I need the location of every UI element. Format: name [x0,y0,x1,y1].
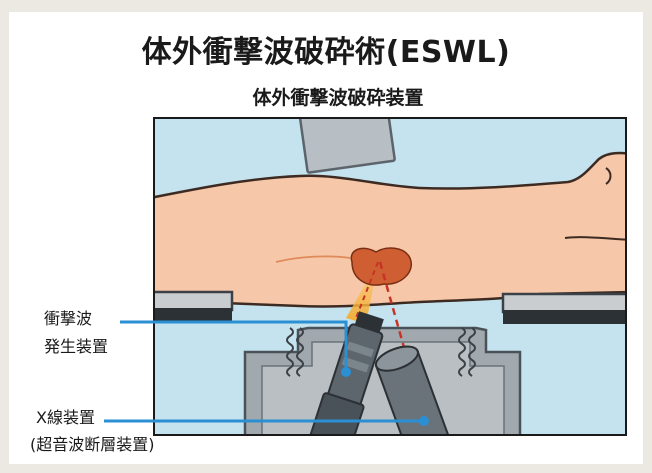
bellows-right [458,327,466,377]
table-left-base [154,308,232,322]
scene-frame [153,117,627,436]
xray-emitter [374,345,454,435]
table-right-base [503,310,626,324]
shockwave-leader-line [120,320,348,372]
shockwave-label-line2: 発生装置 [44,337,109,356]
diagram-subtitle: 体外衝撃波破砕装置 [252,87,424,109]
table-left [154,290,234,312]
shockwave-label-line1: 衝撃波 [44,309,93,328]
patient-body [154,151,626,308]
bellows-left [286,327,294,377]
xray-label-line2: (超音波断層装置) [30,435,155,454]
xray-label-line1: X線装置 [36,408,95,427]
page-title: 体外衝撃波破砕術(ESWL) [141,35,511,70]
overhead-xray-head [298,118,396,174]
table-right [501,292,626,314]
shockwave-generator [305,311,384,435]
